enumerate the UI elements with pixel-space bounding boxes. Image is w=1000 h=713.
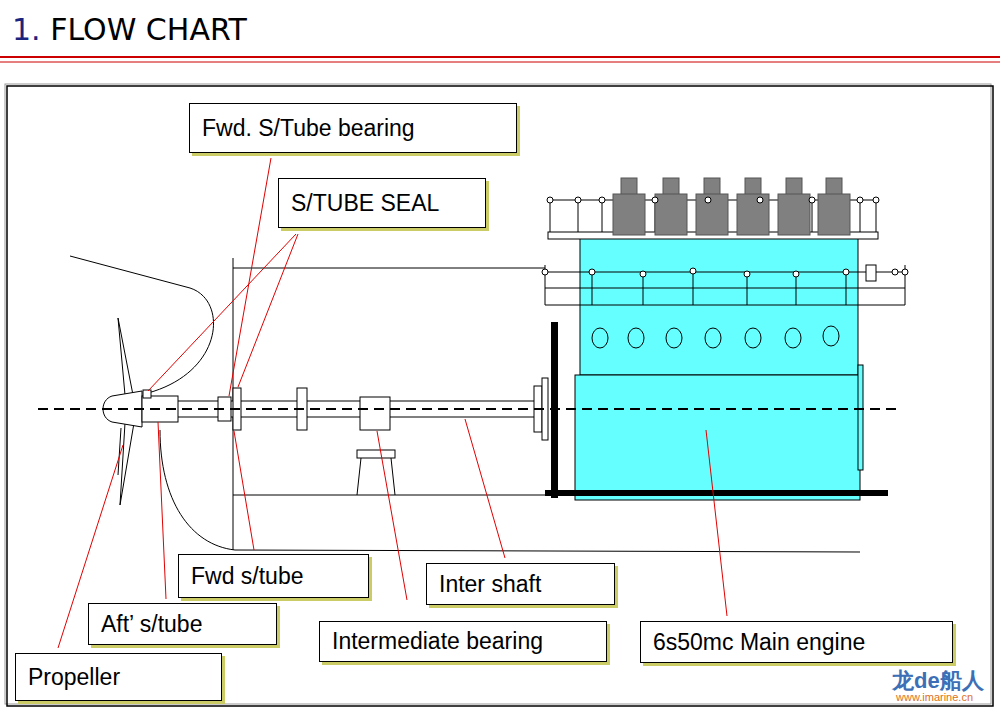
cylinder-head — [818, 194, 850, 235]
cylinder-head — [737, 194, 769, 235]
cylinder-head — [613, 194, 645, 235]
deck-line — [233, 268, 545, 269]
part-name: Intermediate bearing — [332, 628, 543, 655]
engine-port — [628, 328, 644, 348]
aft-seal — [143, 390, 151, 398]
page-title: 1. FLOW CHART — [12, 12, 247, 47]
part-name: Aft’ s/tube — [101, 611, 202, 638]
part-name: Inter shaft — [439, 571, 541, 598]
leader-line — [234, 431, 254, 550]
bearing-pedestal — [357, 450, 395, 458]
title-rule — [0, 62, 1000, 63]
engine-side — [858, 365, 863, 470]
cylinder-head — [704, 178, 720, 196]
part-name: Propeller — [28, 664, 120, 691]
hull-stern-line — [70, 256, 214, 393]
side-platform — [545, 305, 905, 306]
leader-line — [158, 422, 166, 599]
part-name: S/TUBE SEAL — [291, 190, 439, 217]
label-box: Propeller — [15, 653, 222, 701]
platform-posts — [545, 265, 905, 305]
floor-line — [233, 495, 545, 496]
engine-port — [705, 328, 721, 348]
cylinder-head — [663, 178, 679, 196]
label-box: Inter shaft — [426, 563, 615, 605]
engine-port — [785, 328, 801, 348]
label-box: S/TUBE SEAL — [278, 178, 486, 228]
propeller-blade — [118, 318, 133, 395]
engine-lower — [575, 375, 860, 500]
engine-port — [823, 326, 839, 346]
bearing-pedestal — [357, 458, 395, 495]
engine-port — [666, 328, 682, 348]
railing-knobs — [547, 197, 879, 203]
propeller-blade — [120, 423, 134, 505]
cylinder-head — [786, 178, 802, 196]
platform-knobs — [542, 268, 908, 277]
intermediate-bearing — [360, 397, 390, 430]
cylinder-head — [621, 178, 637, 196]
cylinder-head — [778, 194, 810, 235]
cylinder-head — [826, 178, 842, 196]
side-platform — [545, 272, 905, 273]
drawing-frame — [7, 86, 993, 706]
label-box: Fwd s/tube — [178, 554, 369, 598]
leader-line — [148, 234, 296, 391]
engine-seat-bar — [545, 490, 888, 496]
part-name: Fwd. S/Tube bearing — [202, 115, 415, 142]
label-box: Intermediate bearing — [319, 621, 607, 662]
side-platform — [545, 288, 905, 289]
label-box: Fwd. S/Tube bearing — [189, 103, 517, 153]
cylinder-head — [745, 178, 761, 196]
leader-line — [229, 158, 271, 396]
leader-line — [377, 431, 407, 600]
part-name: 6s50mc Main engine — [653, 629, 865, 656]
frame-shadow — [5, 84, 991, 704]
leader-line — [238, 234, 298, 387]
label-box: Aft’ s/tube — [88, 603, 277, 645]
watermark: www.imarine.cn — [896, 691, 973, 703]
engine-port — [592, 328, 608, 348]
label-box: 6s50mc Main engine — [640, 621, 953, 663]
title-rule — [0, 56, 1000, 58]
leader-line — [706, 430, 727, 616]
platform-fitting — [866, 265, 876, 281]
leader-line — [465, 419, 505, 558]
engine-port — [745, 328, 761, 348]
part-name: Fwd s/tube — [191, 563, 304, 590]
shaft-centerline — [38, 408, 900, 410]
cylinder-head — [655, 194, 687, 235]
cylinder-head — [696, 194, 728, 235]
